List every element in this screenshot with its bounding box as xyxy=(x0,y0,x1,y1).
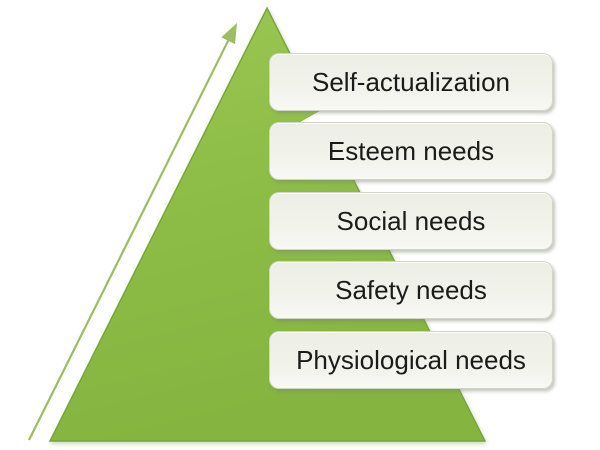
level-box-physiological-needs: Physiological needs xyxy=(269,331,553,389)
level-label-social-needs: Social needs xyxy=(336,206,486,236)
ascending-arrow-icon xyxy=(28,23,237,441)
level-box-esteem-needs: Esteem needs xyxy=(269,122,553,180)
level-label-self-actualization: Self-actualization xyxy=(312,67,510,97)
level-box-self-actualization: Self-actualization xyxy=(269,53,553,111)
level-label-physiological-needs: Physiological needs xyxy=(296,345,526,375)
level-label-safety-needs: Safety needs xyxy=(335,275,487,305)
pyramid-sheen-highlight xyxy=(295,108,344,125)
level-label-esteem-needs: Esteem needs xyxy=(327,136,495,166)
level-box-safety-needs: Safety needs xyxy=(269,261,553,319)
level-box-social-needs: Social needs xyxy=(269,192,553,250)
